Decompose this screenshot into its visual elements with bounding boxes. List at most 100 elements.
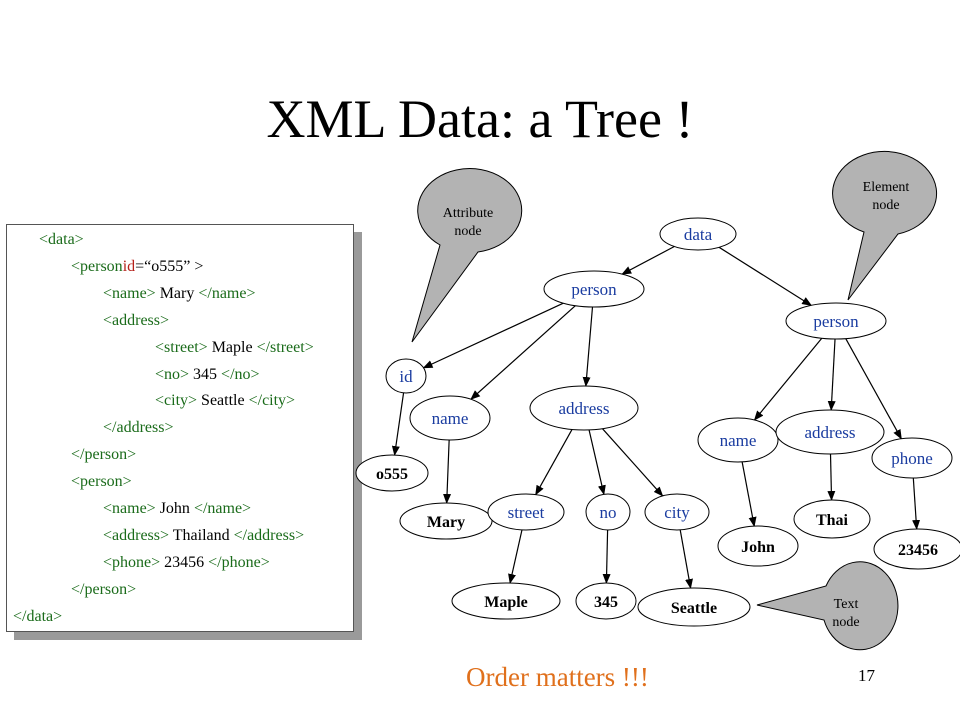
attribute-callout-label-line1: Attribute xyxy=(443,206,494,221)
tree-edge-no-n345 xyxy=(602,529,611,585)
code-token-text: Thailand xyxy=(169,526,234,544)
node-ellipse xyxy=(399,502,493,540)
element-callout-label-line1: Element xyxy=(863,180,910,195)
node-label: 23456 xyxy=(898,542,938,559)
tree-node-name1: name xyxy=(409,395,491,441)
node-label: Mary xyxy=(427,514,465,531)
code-token-tag: <person> xyxy=(71,473,132,491)
tree-edge-person1-name1 xyxy=(470,305,576,400)
tree-node-thai: Thai xyxy=(793,499,871,539)
element-callout xyxy=(832,150,938,301)
tree-node-o555: o555 xyxy=(355,454,429,492)
tree-node-id: id xyxy=(385,358,427,394)
text-callout-label-line1: Text xyxy=(834,597,859,612)
tree-node-city: city xyxy=(644,493,710,531)
node-label: phone xyxy=(891,449,933,468)
node-ellipse xyxy=(717,525,799,567)
tree-edge-person2-address2 xyxy=(827,338,836,412)
node-ellipse xyxy=(409,395,491,441)
code-line: <name> Mary </name> xyxy=(103,285,256,303)
code-token-attr: id xyxy=(122,257,136,275)
tree-node-phone: phone xyxy=(871,437,953,479)
node-ellipse xyxy=(873,528,960,570)
node-ellipse xyxy=(529,385,639,431)
node-ellipse xyxy=(487,493,565,531)
code-token-tag: </address> xyxy=(233,526,305,544)
node-label: Thai xyxy=(816,512,849,529)
tree-node-person2: person xyxy=(785,302,887,340)
node-ellipse xyxy=(355,454,429,492)
tree-edge-city-seattle xyxy=(679,529,693,590)
node-ellipse xyxy=(637,587,751,627)
code-line: <person> xyxy=(71,473,132,491)
node-ellipse xyxy=(385,358,427,394)
node-ellipse xyxy=(793,499,871,539)
tree-edge-person2-name2 xyxy=(753,337,823,421)
code-token-tag: </no> xyxy=(221,365,260,383)
code-token-tag: </person> xyxy=(71,446,137,464)
tree-node-n23456: 23456 xyxy=(873,528,960,570)
node-label: data xyxy=(684,225,713,244)
node-ellipse xyxy=(451,582,561,620)
code-line: <personid=“o555” > xyxy=(71,258,203,276)
attribute-callout xyxy=(411,168,523,343)
node-label: address xyxy=(805,423,856,442)
xml-code-box: <data> <personid=“o555” > <name> Mary </na… xyxy=(6,224,354,632)
code-token-text: Maple xyxy=(207,338,257,356)
code-token-tag: <city> xyxy=(155,392,198,410)
node-label: address xyxy=(559,399,610,418)
code-line: </address> xyxy=(103,419,173,437)
node-ellipse xyxy=(575,582,637,620)
node-label: 345 xyxy=(594,594,618,611)
tree-edge-person2-phone xyxy=(845,338,902,440)
attribute-callout-label-line2: node xyxy=(454,224,481,239)
node-label: person xyxy=(813,312,859,331)
node-label: name xyxy=(432,409,469,428)
tree-node-person1: person xyxy=(543,270,645,308)
node-label: id xyxy=(399,367,413,386)
tree-node-name2: name xyxy=(697,417,779,463)
code-line: <name> John </name> xyxy=(103,500,251,518)
code-line: <phone> 23456 </phone> xyxy=(103,554,270,572)
code-token-text: 345 xyxy=(189,365,222,383)
code-token-tag: <street> xyxy=(155,338,208,356)
code-token-tag: </person> xyxy=(71,580,137,598)
tree-edge-id-o555 xyxy=(391,392,405,457)
node-label: city xyxy=(664,503,690,522)
tree-node-street: street xyxy=(487,493,565,531)
element-callout-label-line2: node xyxy=(872,198,899,213)
code-token-text: 23456 xyxy=(160,553,209,571)
code-line: <address> Thailand </address> xyxy=(103,527,304,545)
node-label: street xyxy=(508,503,545,522)
node-label: Maple xyxy=(484,594,528,611)
tree-node-john: John xyxy=(717,525,799,567)
tree-edge-data-person2 xyxy=(718,246,813,306)
code-line: <no> 345 </no> xyxy=(155,366,260,384)
code-token-tag: </name> xyxy=(198,284,256,302)
tree-edge-address1-no xyxy=(588,429,606,496)
node-label: person xyxy=(571,280,617,299)
code-token-tag: </name> xyxy=(193,500,252,517)
tree-edge-phone-n23456 xyxy=(912,477,921,531)
code-token-tag: </phone> xyxy=(208,553,270,571)
code-token-text: =“o555” > xyxy=(135,257,204,275)
tree-edge-name2-john xyxy=(741,461,757,528)
code-line: <data> xyxy=(39,231,84,249)
code-line: <address> xyxy=(103,312,169,330)
tree-edge-person1-id xyxy=(422,302,564,369)
code-line: <street> Maple </street> xyxy=(155,339,314,357)
node-ellipse xyxy=(697,417,779,463)
tree-edge-person1-address1 xyxy=(582,306,594,388)
code-token-tag: </street> xyxy=(256,338,314,356)
tree-edge-data-person1 xyxy=(621,245,675,275)
code-token-tag: </data> xyxy=(13,607,63,625)
node-ellipse xyxy=(871,437,953,479)
code-token-tag: <name> xyxy=(103,500,156,517)
node-label: no xyxy=(600,503,617,522)
text-callout xyxy=(756,561,899,651)
text-callout-label-line2: node xyxy=(832,615,859,630)
tree-node-no: no xyxy=(585,493,631,531)
tree-node-seattle: Seattle xyxy=(637,587,751,627)
code-token-text: John xyxy=(155,500,194,517)
page-number: 17 xyxy=(858,666,875,685)
